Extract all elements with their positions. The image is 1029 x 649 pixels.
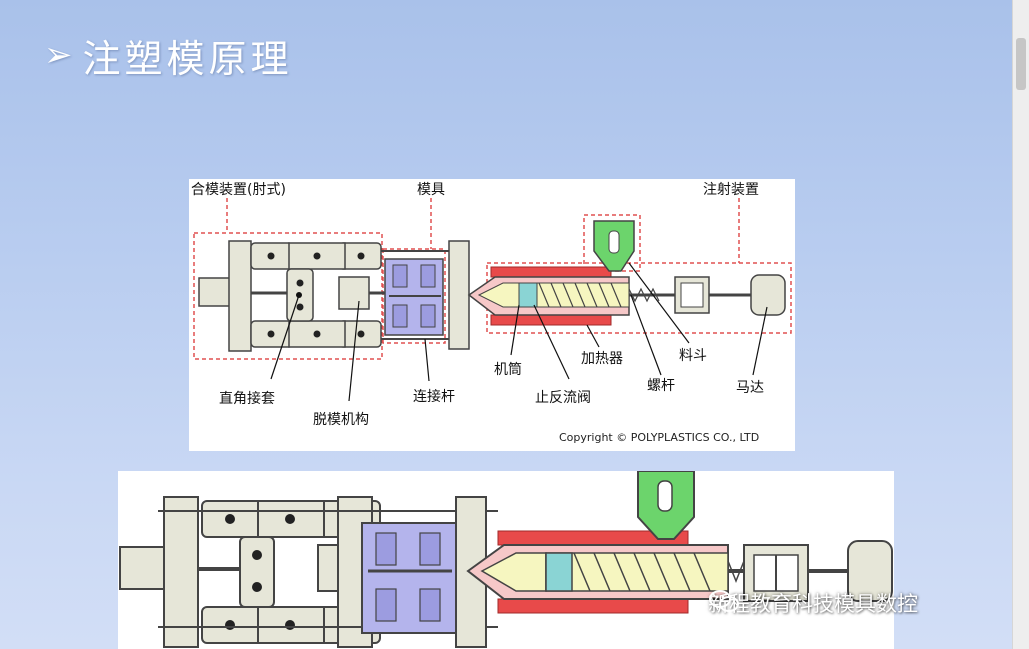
motor [750, 274, 786, 316]
heater-band-top [490, 266, 612, 278]
labeled-injection-machine-diagram: 合模装置(肘式) 模具 注射装置 直角接套 脱模机构 连接杆 机筒 止反流阀 加… [189, 179, 795, 451]
label-hopper: 料斗 [679, 348, 707, 364]
label-check-valve: 止反流阀 [535, 390, 591, 406]
injection-unit-dashed-frame [486, 262, 792, 334]
vertical-scrollbar[interactable] [1012, 0, 1029, 649]
label-mold: 模具 [417, 182, 445, 198]
slide-title: ➢ 注塑模原理 [44, 30, 293, 81]
label-injection-unit: 注射装置 [703, 182, 759, 198]
fixed-platen [448, 240, 470, 350]
label-ejector: 脱模机构 [313, 412, 369, 428]
label-heater: 加热器 [581, 351, 623, 367]
heater-band-bottom [490, 314, 612, 326]
machine-drawing [193, 198, 792, 402]
label-tie-bar: 连接杆 [413, 389, 455, 405]
label-barrel: 机筒 [494, 362, 522, 378]
label-clamp-unit: 合模装置(肘式) [191, 182, 286, 198]
label-motor: 马达 [736, 380, 764, 396]
enlarged-machine-drawing [119, 471, 893, 648]
arrow-bullet-icon: ➢ [44, 35, 77, 75]
copyright-text: Copyright © POLYPLASTICS CO., LTD [559, 431, 760, 444]
wechat-watermark: 新程教育科技模具数控 [708, 588, 918, 618]
slide-title-text: 注塑模原理 [82, 36, 293, 81]
label-screw: 螺杆 [647, 378, 675, 394]
wechat-icon [709, 590, 739, 612]
clamp-unit-dashed-frame [193, 232, 383, 360]
check-valve [518, 282, 538, 308]
label-toggle-joint: 直角接套 [219, 391, 275, 407]
mold-dashed-frame [382, 248, 446, 344]
enlarged-injection-machine-diagram [118, 471, 894, 649]
watermark-text: 新程教育科技模具数控 [708, 592, 918, 616]
scrollbar-thumb[interactable] [1016, 38, 1026, 90]
